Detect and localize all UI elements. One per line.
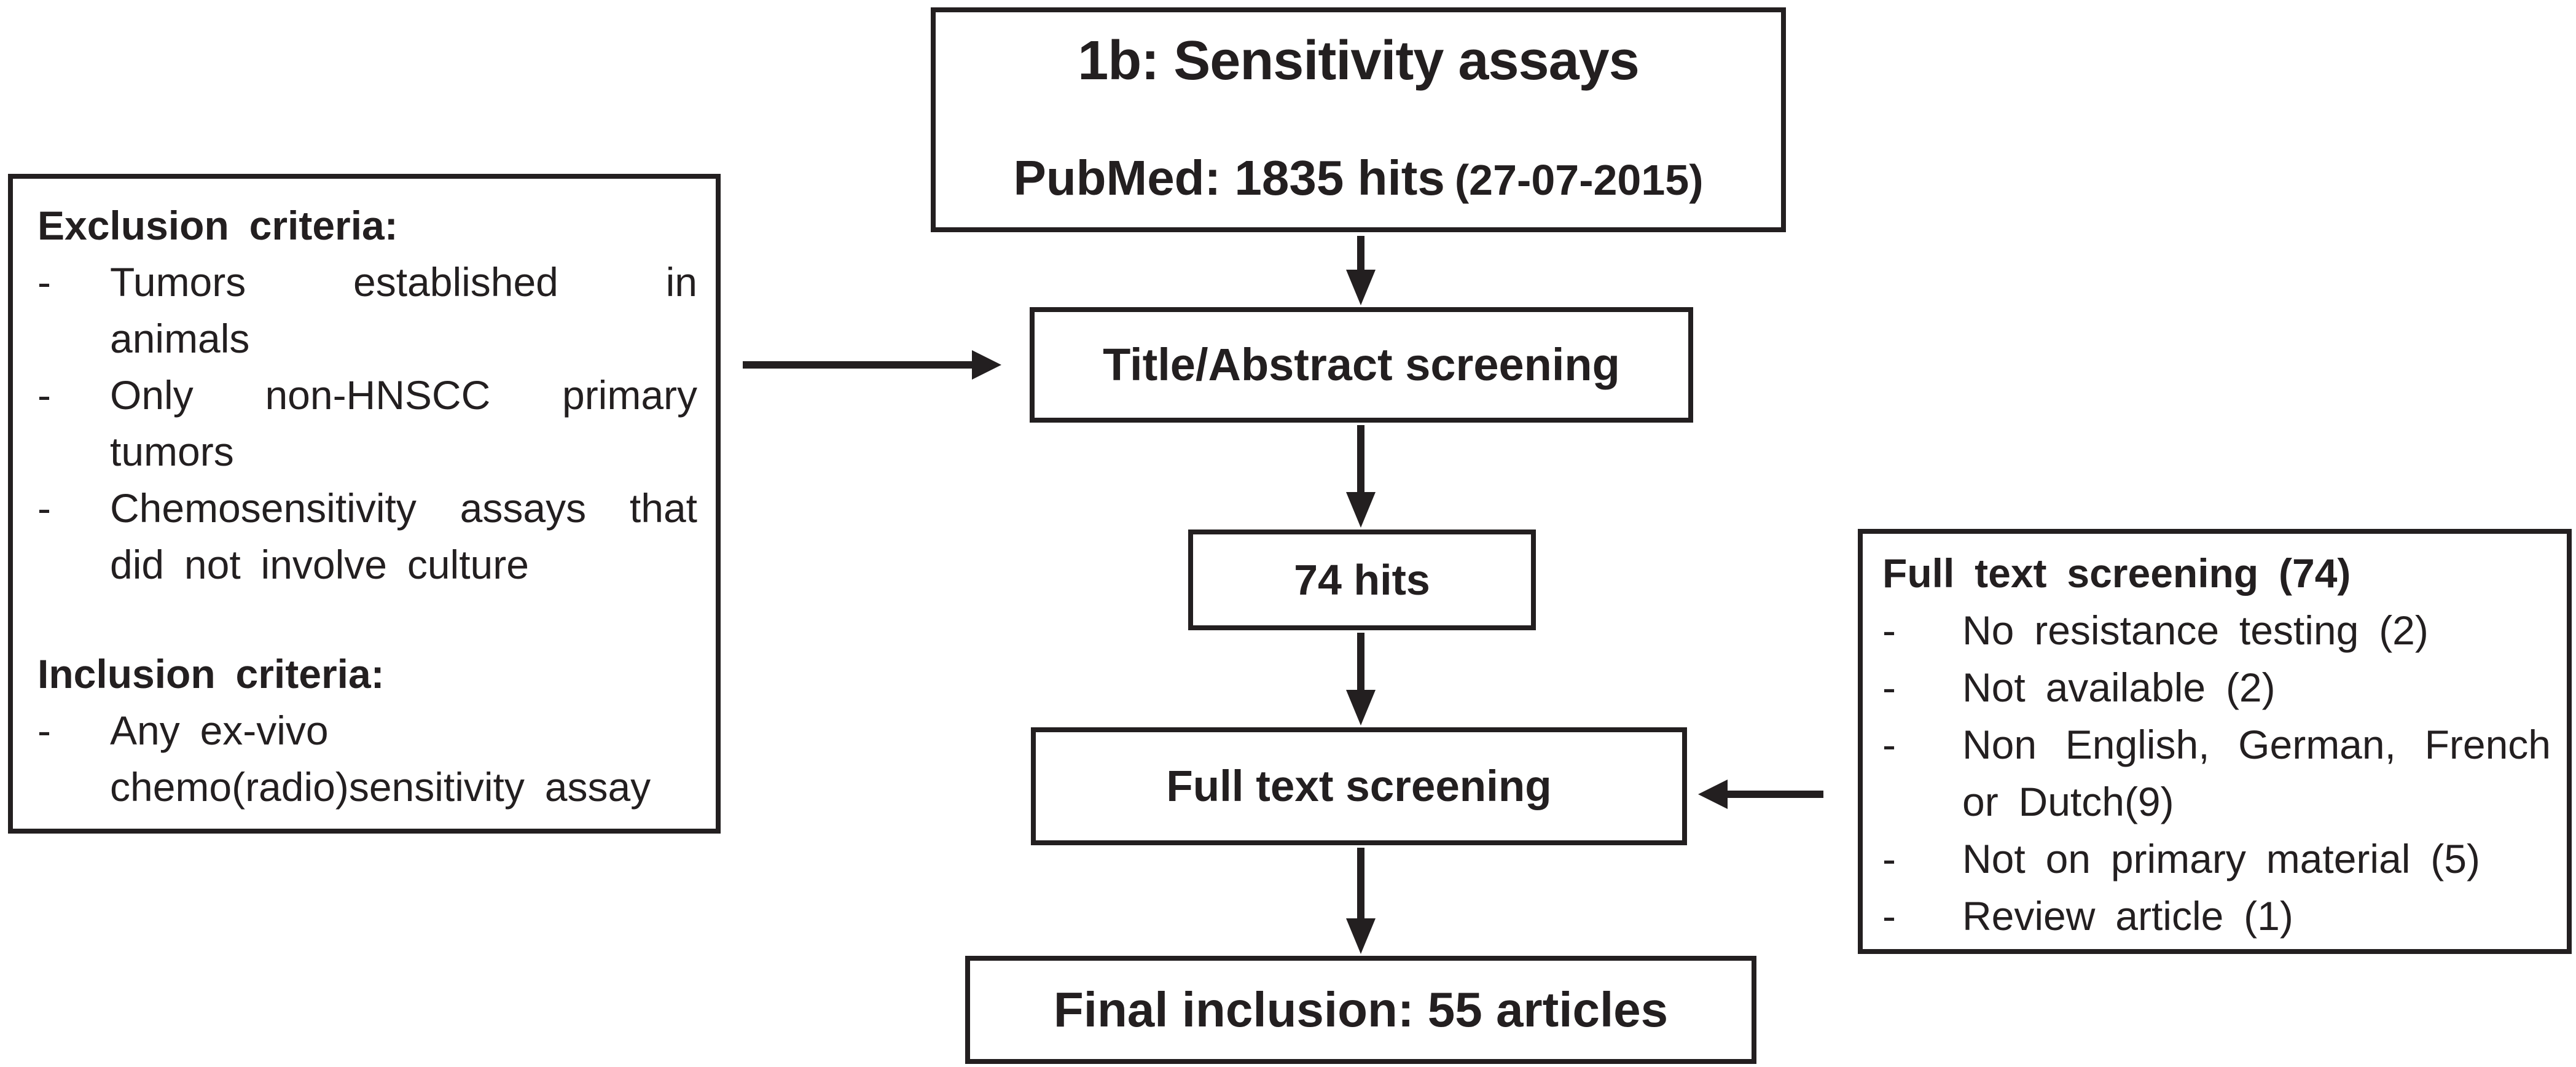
dash-bullet: -	[1882, 893, 1896, 939]
inclusion-criteria-heading: Inclusion criteria:	[37, 651, 385, 697]
text-line: Review article (1)	[1962, 893, 2293, 939]
text-line: Tumors established in	[110, 259, 697, 305]
text-line: chemo(radio)sensitivity assay	[110, 764, 651, 810]
full-text-exclusion-item: - Not on primary material (5)	[1882, 831, 2551, 888]
arrow-stem	[1357, 236, 1364, 270]
arrow-head	[1346, 270, 1376, 305]
full-text-exclusion-item: - Not available (2)	[1882, 659, 2551, 716]
hits-box: 74 hits	[1188, 530, 1536, 630]
title-abstract-screening-box: Title/Abstract screening	[1030, 307, 1693, 423]
text-line: Not available (2)	[1962, 665, 2276, 710]
arrow-head	[1346, 918, 1376, 954]
exclusion-item: - Only non-HNSCC primary tumors	[37, 367, 697, 480]
exclusion-item: - Chemosensitivity assays that did not i…	[37, 480, 697, 593]
full-text-screening-heading: Full text screening (74)	[1882, 550, 2351, 596]
exclusion-item-text: Only non-HNSCC primary tumors	[110, 367, 697, 480]
full-text-exclusion-item: - Non English, German, French or Dutch(9…	[1882, 716, 2551, 831]
dash-bullet: -	[1882, 836, 1896, 881]
text-line: Not on primary material (5)	[1962, 836, 2480, 881]
hits-label: 74 hits	[1294, 556, 1430, 604]
arrow-down-icon	[1346, 425, 1376, 528]
final-inclusion-label: Final inclusion: 55 articles	[1053, 982, 1669, 1037]
exclusion-criteria-heading: Exclusion criteria:	[37, 203, 398, 248]
full-text-exclusion-item-text: Not on primary material (5)	[1962, 831, 2551, 888]
text-line: or Dutch(9)	[1962, 779, 2174, 824]
pubmed-hits-line: PubMed: 1835 hits(27-07-2015)	[1013, 154, 1703, 203]
arrow-down-icon	[1346, 236, 1376, 305]
dash-bullet: -	[37, 485, 51, 531]
text-line: did not involve culture	[110, 542, 529, 587]
arrow-down-icon	[1346, 848, 1376, 954]
text-line: Any ex-vivo	[110, 708, 329, 753]
inclusion-item-text: Any ex-vivo chemo(radio)sensitivity assa…	[110, 702, 697, 815]
dash-bullet: -	[1882, 608, 1896, 653]
dash-bullet: -	[1882, 665, 1896, 710]
arrow-stem	[1357, 633, 1364, 690]
text-line: Chemosensitivity assays that	[110, 485, 697, 531]
full-text-exclusions-box: Full text screening (74) - No resistance…	[1858, 529, 2572, 954]
text-line: tumors	[110, 429, 234, 474]
arrow-stem	[1357, 425, 1364, 492]
inclusion-item: - Any ex-vivo chemo(radio)sensitivity as…	[37, 702, 697, 815]
dash-bullet: -	[37, 708, 51, 753]
diagram-title: 1b: Sensitivity assays	[1078, 30, 1640, 92]
full-text-exclusion-item: - Review article (1)	[1882, 888, 2551, 945]
text-line: Only non-HNSCC primary	[110, 372, 697, 418]
dash-bullet: -	[37, 372, 51, 418]
final-inclusion-box: Final inclusion: 55 articles	[965, 956, 1756, 1064]
pubmed-hits-text: PubMed: 1835 hits	[1013, 150, 1445, 205]
arrow-head	[1346, 690, 1376, 725]
text-line: animals	[110, 316, 250, 361]
search-header-box: 1b: Sensitivity assays PubMed: 1835 hits…	[931, 7, 1786, 232]
title-abstract-screening-label: Title/Abstract screening	[1103, 339, 1620, 390]
search-date: (27-07-2015)	[1454, 156, 1704, 204]
arrow-stem	[743, 361, 972, 369]
dash-bullet: -	[37, 259, 51, 305]
full-text-exclusion-item-text: Not available (2)	[1962, 659, 2551, 716]
text-line: Non English, German, French	[1962, 722, 2551, 767]
arrow-left-icon	[1698, 780, 1823, 809]
text-line: No resistance testing (2)	[1962, 608, 2429, 653]
arrow-down-icon	[1346, 633, 1376, 725]
full-text-screening-box: Full text screening	[1031, 727, 1687, 845]
full-text-exclusion-item: - No resistance testing (2)	[1882, 602, 2551, 659]
exclusion-item-text: Chemosensitivity assays that did not inv…	[110, 480, 697, 593]
arrow-head	[972, 350, 1001, 380]
arrow-stem	[1357, 848, 1364, 918]
arrow-head	[1346, 492, 1376, 528]
exclusion-item-text: Tumors established in animals	[110, 254, 697, 367]
full-text-exclusion-item-text: Non English, German, French or Dutch(9)	[1962, 716, 2551, 831]
full-text-exclusion-item-text: Review article (1)	[1962, 888, 2551, 945]
exclusion-item: - Tumors established in animals	[37, 254, 697, 367]
full-text-screening-label: Full text screening	[1166, 762, 1552, 811]
criteria-box: Exclusion criteria: - Tumors established…	[8, 174, 721, 834]
arrow-head	[1698, 780, 1728, 809]
full-text-exclusion-item-text: No resistance testing (2)	[1962, 602, 2551, 659]
dash-bullet: -	[1882, 722, 1896, 767]
arrow-stem	[1728, 791, 1823, 798]
arrow-right-icon	[743, 350, 1001, 380]
